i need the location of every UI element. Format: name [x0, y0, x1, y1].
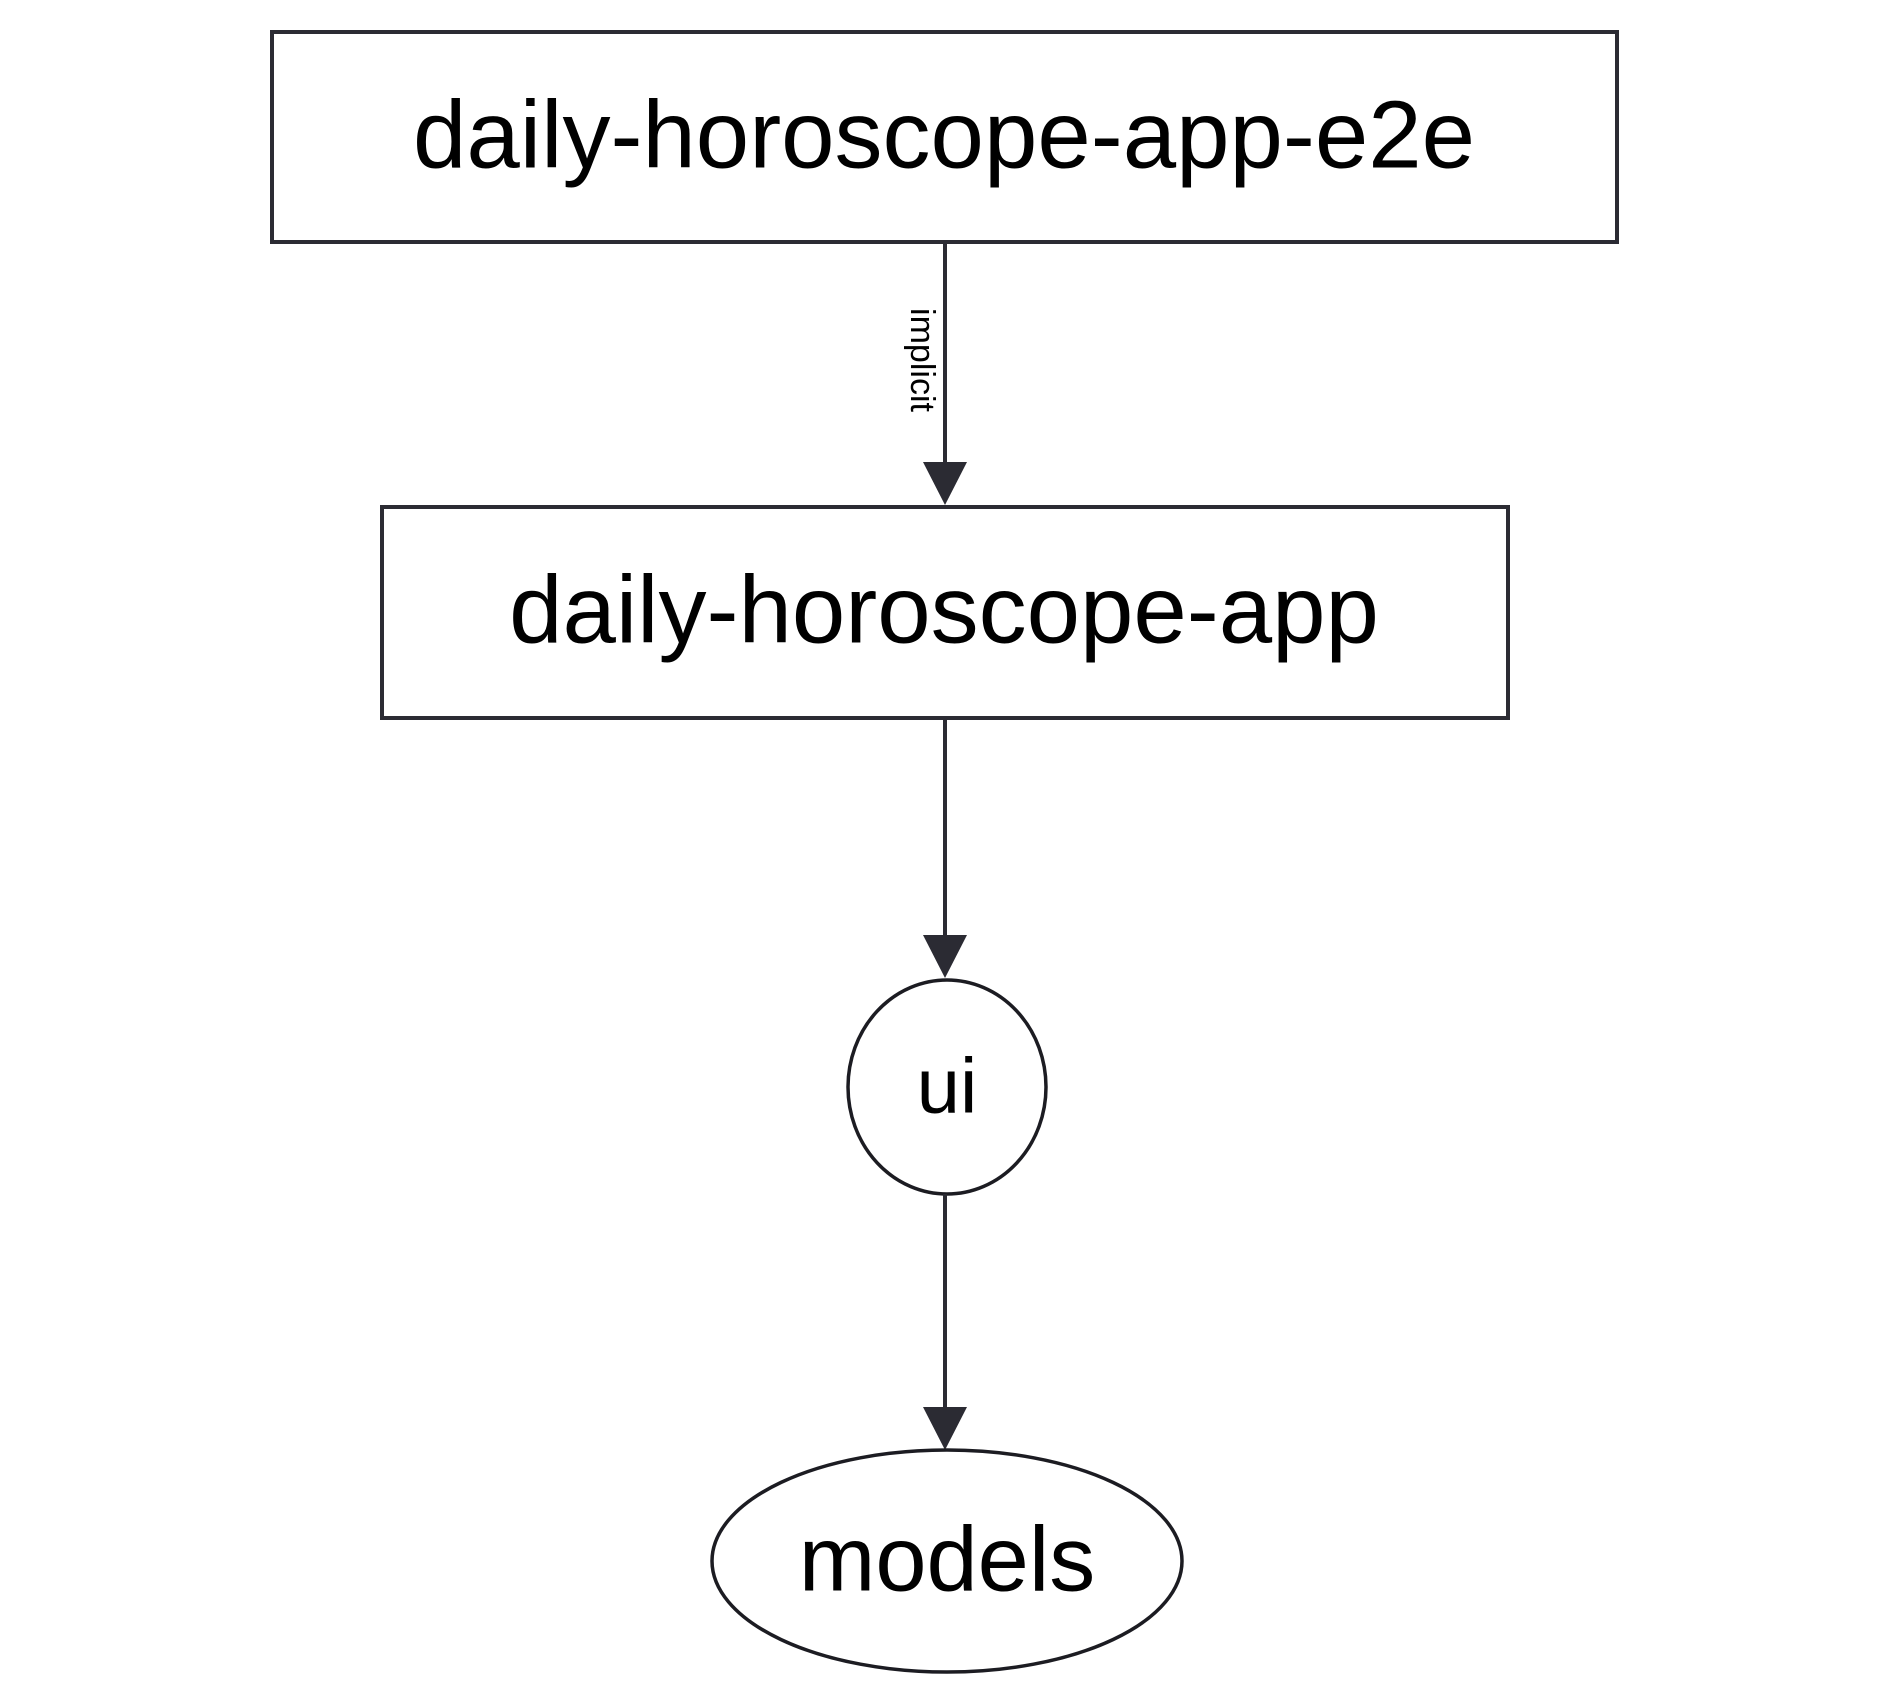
- arrowhead-icon: [923, 935, 967, 978]
- node-ui[interactable]: ui: [846, 978, 1048, 1196]
- node-ellipse-models[interactable]: [710, 1448, 1184, 1674]
- arrowhead-icon: [923, 462, 967, 505]
- node-label-ui: ui: [917, 1042, 978, 1130]
- edge-e2e-to-app[interactable]: implicit: [903, 242, 967, 505]
- node-daily-horoscope-app-e2e[interactable]: daily-horoscope-app-e2e: [270, 30, 1619, 244]
- arrowhead-icon: [923, 1407, 967, 1450]
- node-daily-horoscope-app[interactable]: daily-horoscope-app: [380, 505, 1510, 720]
- node-models[interactable]: models: [710, 1448, 1184, 1674]
- node-rect-app[interactable]: [380, 505, 1510, 720]
- edge-label-implicit: implicit: [903, 308, 941, 412]
- node-label-models: models: [799, 1508, 1096, 1610]
- node-rect-e2e[interactable]: [270, 30, 1619, 244]
- edge-ui-to-models[interactable]: [923, 1194, 967, 1450]
- node-label-e2e: daily-horoscope-app-e2e: [413, 81, 1475, 188]
- edge-app-to-ui[interactable]: [923, 718, 967, 978]
- node-label-app: daily-horoscope-app: [509, 556, 1379, 663]
